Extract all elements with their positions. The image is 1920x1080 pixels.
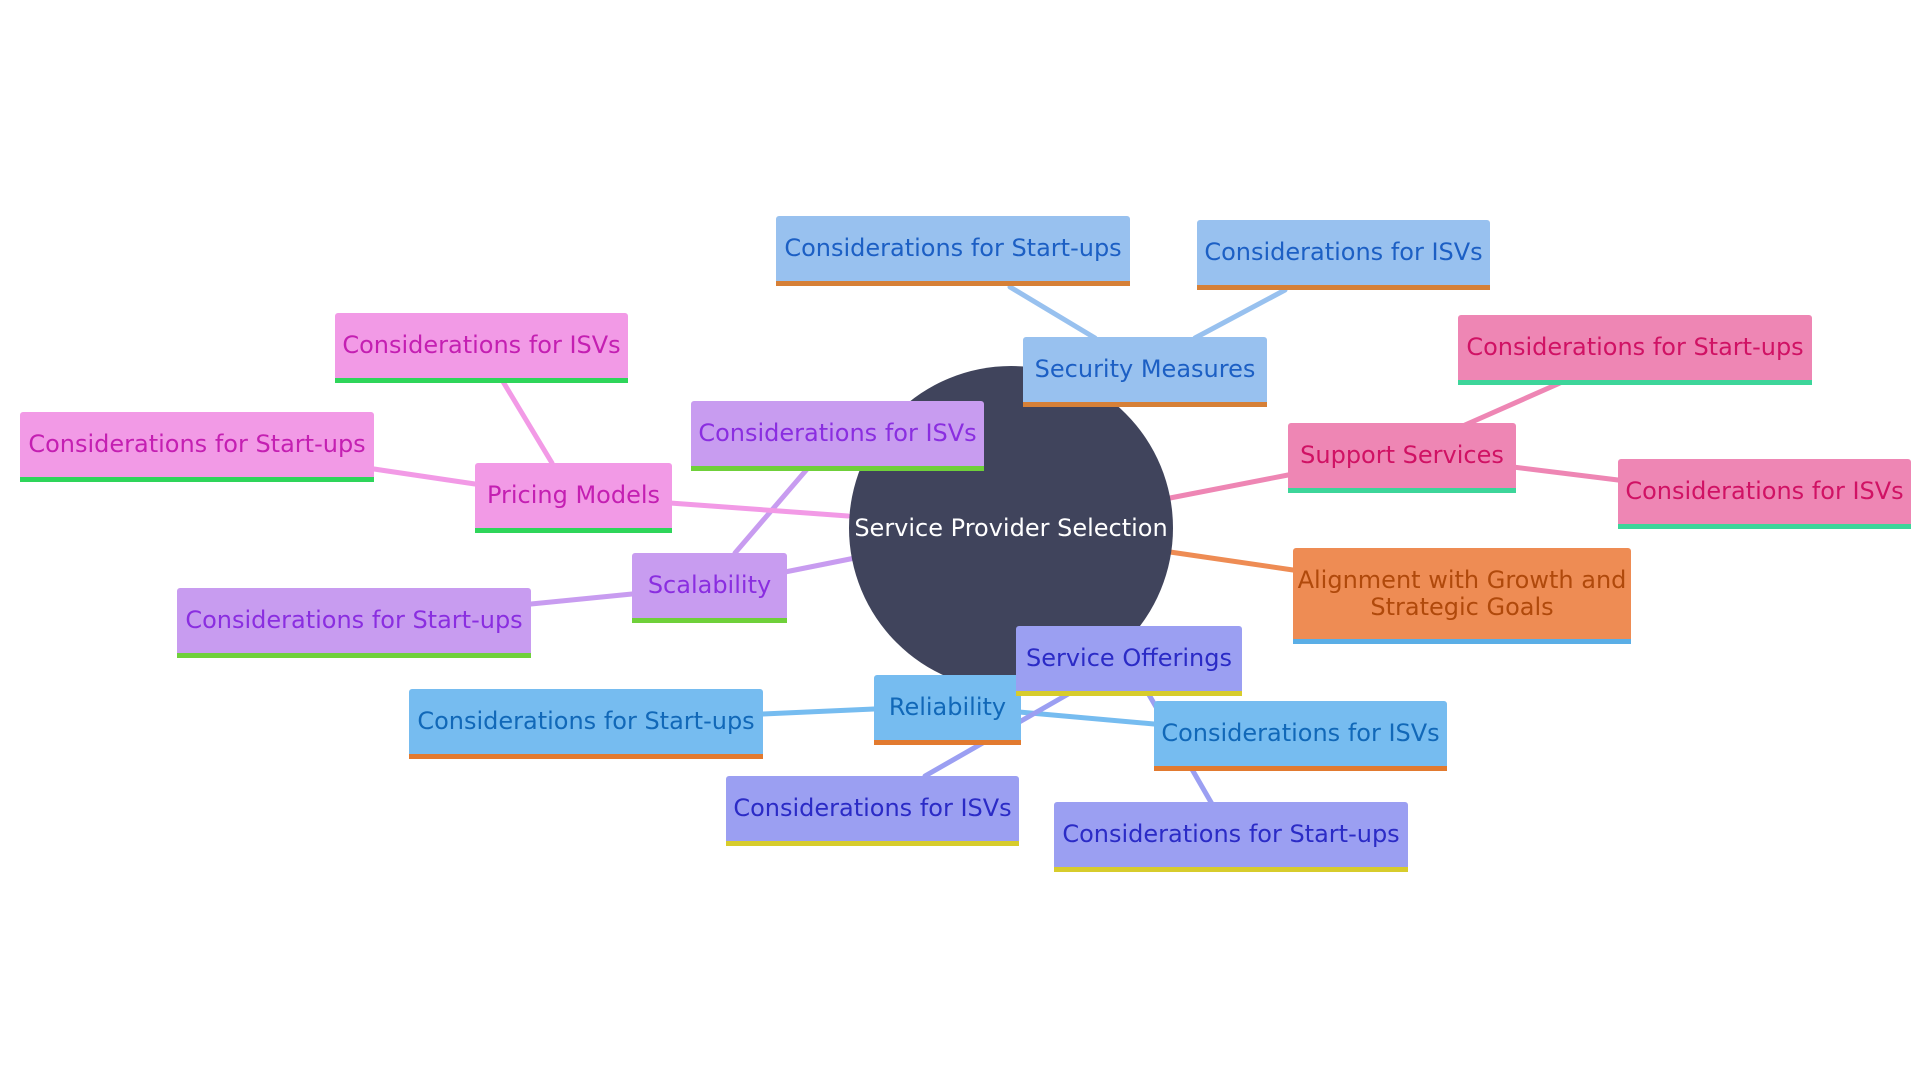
- node-security-isvs[interactable]: Considerations for ISVs: [1197, 220, 1490, 290]
- node-pricing-startups[interactable]: Considerations for Start-ups: [20, 412, 374, 482]
- node-label: Alignment with Growth and Strategic Goal…: [1297, 565, 1627, 621]
- link-root-support: [1167, 472, 1291, 501]
- node-scalability-startups[interactable]: Considerations for Start-ups: [177, 588, 531, 658]
- link-scalability-startups: [528, 591, 635, 607]
- node-label: Considerations for Start-ups: [417, 707, 755, 735]
- node-support-startups[interactable]: Considerations for Start-ups: [1458, 315, 1812, 385]
- node-label: Considerations for ISVs: [733, 794, 1012, 822]
- node-label: Service Offerings: [1025, 644, 1232, 672]
- link-root-scalability: [782, 555, 858, 575]
- link-reliability-startups: [760, 706, 877, 717]
- node-scalability[interactable]: Scalability: [632, 553, 787, 623]
- link-pricing-isvs: [499, 377, 555, 466]
- node-label: Considerations for ISVs: [1625, 477, 1904, 505]
- link-root-pricing: [667, 500, 851, 519]
- node-offerings-startups[interactable]: Considerations for Start-ups: [1054, 802, 1408, 872]
- node-label: Security Measures: [1034, 355, 1256, 383]
- node-reliability-startups[interactable]: Considerations for Start-ups: [409, 689, 763, 759]
- link-security-startups: [1007, 284, 1098, 341]
- node-alignment-growth[interactable]: Alignment with Growth and Strategic Goal…: [1293, 548, 1631, 644]
- node-service-offerings[interactable]: Service Offerings: [1016, 626, 1242, 696]
- node-label: Considerations for ISVs: [698, 419, 977, 447]
- node-label: Scalability: [647, 571, 772, 599]
- node-reliability-isvs[interactable]: Considerations for ISVs: [1154, 701, 1447, 771]
- node-security-startups[interactable]: Considerations for Start-ups: [776, 216, 1130, 286]
- node-label: Considerations for Start-ups: [784, 234, 1122, 262]
- node-security-measures[interactable]: Security Measures: [1023, 337, 1267, 407]
- node-label: Considerations for ISVs: [1204, 238, 1483, 266]
- link-reliability-isvs: [1016, 709, 1157, 727]
- node-label: Considerations for ISVs: [1161, 719, 1440, 747]
- node-label: Considerations for Start-ups: [1466, 333, 1804, 361]
- link-security-isvs: [1192, 287, 1288, 341]
- root-label: Service Provider Selection: [854, 514, 1168, 542]
- link-root-alignment: [1167, 549, 1296, 573]
- node-pricing-models[interactable]: Pricing Models: [475, 463, 672, 533]
- node-label: Considerations for Start-ups: [185, 606, 523, 634]
- node-support-isvs[interactable]: Considerations for ISVs: [1618, 459, 1911, 529]
- node-scalability-isvs[interactable]: Considerations for ISVs: [691, 401, 984, 471]
- node-offerings-isvs[interactable]: Considerations for ISVs: [726, 776, 1019, 846]
- link-support-startups: [1462, 380, 1563, 428]
- link-pricing-startups: [371, 466, 478, 487]
- link-support-isvs: [1510, 464, 1621, 483]
- node-label: Considerations for Start-ups: [1062, 820, 1400, 848]
- node-label: Pricing Models: [486, 481, 661, 509]
- node-support-services[interactable]: Support Services: [1288, 423, 1516, 493]
- node-label: Considerations for ISVs: [342, 331, 621, 359]
- node-pricing-isvs[interactable]: Considerations for ISVs: [335, 313, 628, 383]
- node-label: Considerations for Start-ups: [28, 430, 366, 458]
- node-reliability[interactable]: Reliability: [874, 675, 1021, 745]
- node-label: Reliability: [888, 693, 1007, 721]
- node-label: Support Services: [1300, 441, 1504, 469]
